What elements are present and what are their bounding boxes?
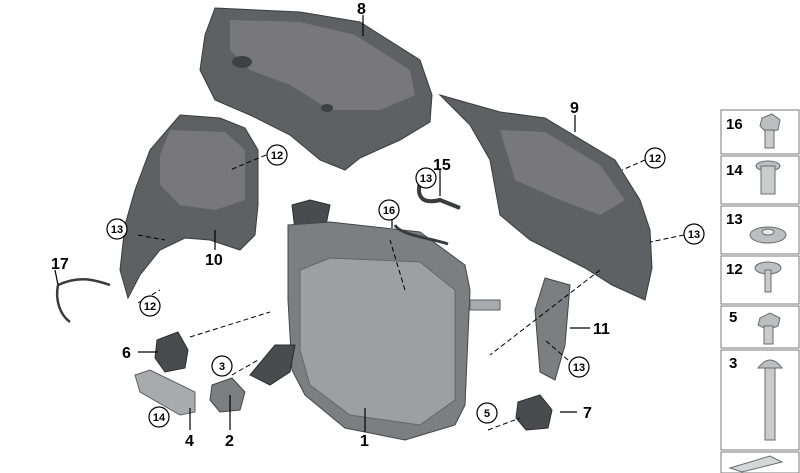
- callout-9: 9: [570, 100, 579, 117]
- legend-label-14: 14: [726, 162, 743, 179]
- callout-2: 2: [225, 433, 234, 450]
- leader-lines: [54, 15, 590, 432]
- callout-15: 15: [433, 157, 451, 174]
- hex-nut-icon: [749, 226, 787, 244]
- callout-16: 16: [378, 199, 400, 221]
- legend-label-16: 16: [726, 116, 743, 133]
- svg-text:3: 3: [219, 361, 225, 373]
- callout-7: 7: [583, 405, 592, 422]
- svg-text:13: 13: [420, 173, 432, 185]
- bolt-flange-icon: [759, 113, 781, 149]
- legend-label-3: 3: [729, 355, 737, 372]
- svg-text:13: 13: [688, 229, 700, 241]
- callout-12-right: 12: [644, 147, 666, 169]
- callout-12-left-bottom: 12: [139, 295, 161, 317]
- callout-10: 10: [205, 252, 223, 269]
- spacer-sleeve-icon: [755, 160, 781, 195]
- callout-12-left-top: 12: [266, 144, 288, 166]
- callout-13-bracket: 13: [568, 356, 590, 378]
- heat-shield-upper: [199, 7, 433, 171]
- callout-3: 3: [211, 355, 233, 377]
- legend-label-13: 13: [726, 211, 743, 228]
- ground-cable: [55, 278, 111, 324]
- carriage-bolt-icon: [756, 359, 784, 441]
- hex-bolt-icon: [757, 312, 781, 345]
- callout-5: 5: [476, 402, 498, 424]
- heat-shield-left: [119, 114, 259, 300]
- svg-text:16: 16: [383, 205, 395, 217]
- svg-text:13: 13: [111, 224, 123, 236]
- callout-13-hose: 13: [415, 167, 437, 189]
- screw-washer-icon: [754, 261, 782, 293]
- callout-4: 4: [185, 433, 194, 450]
- hose-16: [393, 224, 449, 246]
- heat-shield-right: [438, 93, 653, 301]
- fastener-legend: 16 14 13 12 5 3: [720, 109, 800, 473]
- holder-bracket: [134, 369, 196, 416]
- bracket-plate: [534, 277, 571, 381]
- callout-8: 8: [357, 1, 366, 18]
- callout-13-left: 13: [106, 218, 128, 240]
- callout-14: 14: [148, 406, 170, 428]
- callout-6: 6: [122, 345, 131, 362]
- rubber-mount-right: [515, 394, 553, 431]
- clamp: [209, 377, 246, 413]
- callout-1: 1: [360, 433, 369, 450]
- callout-13-right: 13: [683, 223, 705, 245]
- legend-label-12: 12: [726, 261, 743, 278]
- svg-text:12: 12: [271, 150, 283, 162]
- arrow-icon: [728, 455, 784, 473]
- rear-silencer: [249, 199, 501, 441]
- legend-label-5: 5: [729, 309, 737, 326]
- svg-text:5: 5: [484, 408, 490, 420]
- callout-17: 17: [51, 256, 69, 273]
- rubber-mount-left: [154, 331, 189, 373]
- svg-text:12: 12: [649, 153, 661, 165]
- callout-11: 11: [593, 321, 610, 338]
- svg-text:14: 14: [153, 412, 166, 424]
- svg-text:12: 12: [144, 301, 156, 313]
- svg-text:13: 13: [573, 362, 585, 374]
